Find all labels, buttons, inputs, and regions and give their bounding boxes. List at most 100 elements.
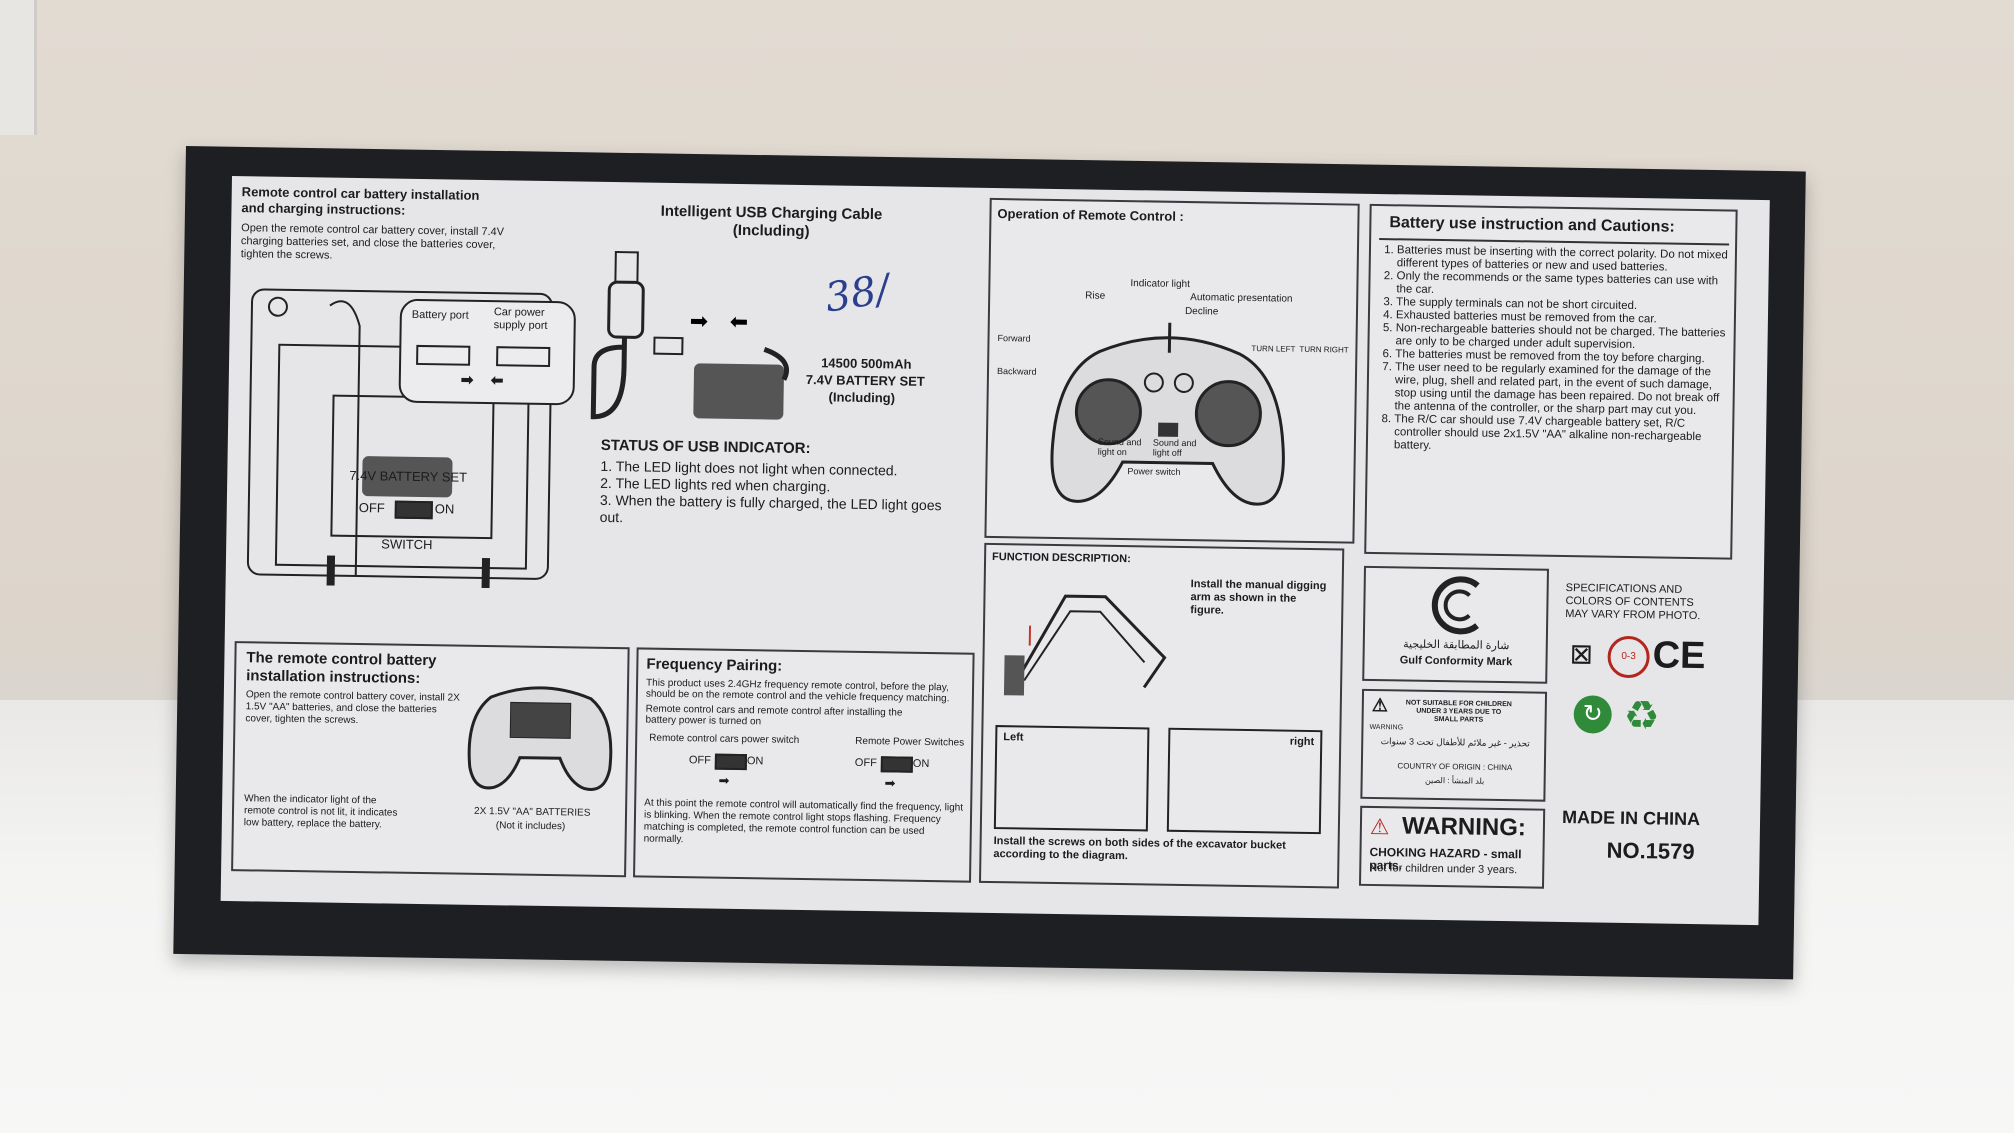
remote-panel: Operation of Remote Control : Indicator … — [984, 197, 1360, 544]
pairing-body-3: At this point the remote control will au… — [643, 797, 964, 846]
age-warning-arabic: تحذير - غير ملائم للأطفال تحت 3 سنوات — [1380, 736, 1530, 749]
warning-line2: Not for children under 3 years. — [1369, 861, 1518, 877]
remote-switch-on: ON — [912, 757, 930, 771]
pairing-panel: Frequency Pairing: This product uses 2.4… — [633, 647, 975, 883]
warning-title: WARNING: — [1401, 812, 1527, 842]
turn-right-label: TURN RIGHT — [1299, 344, 1349, 355]
warning-triangle-icon: ⚠ — [1371, 694, 1389, 716]
caution-item: The R/C car should use 7.4V chargeable b… — [1394, 413, 1735, 457]
controller-battery-body: Open the remote control battery cover, i… — [245, 689, 460, 727]
car-switch-off: OFF — [688, 754, 711, 767]
controller-back-diagram — [467, 686, 613, 791]
batteries-label: 2X 1.5V "AA" BATTERIES — [473, 805, 591, 819]
rise-label: Rise — [1085, 290, 1106, 302]
pairing-body-2: Remote control cars and remote control a… — [645, 703, 903, 728]
car-battery-panel: Remote control car battery installation … — [235, 184, 577, 637]
function-panel: FUNCTION DESCRIPTION: Install the manual… — [978, 542, 1345, 889]
box-label: Remote control car battery installation … — [220, 176, 1770, 926]
remote-title: Operation of Remote Control : — [997, 206, 1184, 224]
car-switch-label: Remote control cars power switch — [649, 732, 800, 746]
arrow-right-icon: ➡ — [884, 775, 896, 791]
car-battery-title: Remote control car battery installation … — [241, 184, 480, 218]
backward-label: Backward — [996, 366, 1037, 377]
age-restriction-icon: 0-3 — [1607, 635, 1650, 679]
arrow-left-icon: ⬅ — [490, 372, 504, 390]
controller-battery-panel: The remote control battery installation … — [231, 641, 630, 878]
remote-switch-off: OFF — [854, 756, 877, 770]
remote-switch-icon — [880, 756, 913, 773]
cautions-title: Battery use instruction and Cautions: — [1389, 214, 1675, 236]
function-title: FUNCTION DESCRIPTION: — [992, 550, 1131, 566]
age-warning-line1: NOT SUITABLE FOR CHILDREN UNDER 3 YEARS … — [1405, 699, 1512, 724]
connector-icon — [416, 344, 471, 366]
battery-port-label: Battery port — [411, 308, 469, 322]
right-label: right — [1289, 735, 1315, 749]
forward-label: Forward — [997, 333, 1031, 344]
wheelie-bin-icon: ⊠ — [1569, 638, 1594, 670]
digging-arm-diagram — [1003, 594, 1167, 696]
sound-off-label: Sound and light off — [1152, 437, 1197, 458]
caution-item: The user need to be regularly examined f… — [1394, 361, 1735, 418]
handwritten-mark: 38/ — [821, 266, 893, 322]
sound-on-label: Sound and light on — [1097, 436, 1142, 458]
cautions-panel: Battery use instruction and Cautions: Ba… — [1364, 203, 1738, 560]
arrow-right-icon: ➡ — [718, 772, 730, 788]
usb-cable-diagram: ➡ ⬅ — [590, 251, 789, 420]
usb-panel: Intelligent USB Charging Cable (Includin… — [580, 192, 957, 646]
bucket-left-diagram: Left — [993, 725, 1150, 832]
choking-warning-panel: ⚠ WARNING: CHOKING HAZARD - small parts.… — [1358, 805, 1546, 889]
connector-icon — [496, 346, 551, 368]
indicator-label: Indicator light — [1130, 278, 1190, 291]
pairing-title: Frequency Pairing: — [646, 655, 783, 675]
function-caption: Install the screws on both sides of the … — [993, 835, 1286, 863]
conformity-name: Gulf Conformity Mark — [1399, 654, 1513, 669]
warning-triangle-icon: ⚠ — [1369, 813, 1390, 840]
recycle-icon: ♻ — [1623, 693, 1660, 739]
status-title: STATUS OF USB INDICATOR: — [600, 436, 811, 458]
switch-on-label: ON — [434, 501, 455, 517]
car-power-port-label: Car power supply port — [493, 306, 548, 332]
status-item-3: 3. When the battery is fully charged, th… — [599, 491, 942, 526]
port-callout: Battery port Car power supply port ➡ ⬅ — [398, 298, 577, 406]
low-battery-note: When the indicator light of the remote c… — [243, 793, 398, 831]
car-battery-body: Open the remote control car battery cove… — [240, 222, 505, 262]
country-origin: COUNTRY OF ORIGIN : CHINA — [1397, 761, 1513, 773]
country-origin-arabic: بلد المنشأ : الصين — [1424, 775, 1485, 786]
gulf-conformity-logo — [1431, 576, 1480, 635]
age-warning-panel: ⚠ WARNING NOT SUITABLE FOR CHILDREN UNDE… — [1360, 688, 1548, 802]
usb-title: Intelligent USB Charging Cable (Includin… — [660, 202, 883, 241]
made-in-label: MADE IN CHINA — [1561, 806, 1701, 830]
spec-note: SPECIFICATIONS AND COLORS OF CONTENTS MA… — [1565, 582, 1701, 623]
ce-mark: CE — [1652, 634, 1706, 678]
cautions-list: Batteries must be inserting with the cor… — [1376, 244, 1737, 458]
battery-set-label: 7.4V BATTERY SET — [349, 467, 468, 485]
not-included-label: (Not it includes) — [495, 820, 566, 833]
conformity-arabic: شارة المطابقة الخليجية — [1403, 638, 1510, 653]
car-switch-on: ON — [746, 755, 764, 768]
remote-switch-label: Remote Power Switches — [855, 735, 965, 749]
model-number: NO.1579 — [1606, 837, 1695, 865]
bucket-right-diagram: right — [1166, 727, 1323, 835]
decline-label: Decline — [1184, 305, 1219, 318]
age-warning-word: WARNING — [1369, 723, 1404, 732]
battery-including: (Including) — [828, 389, 896, 406]
wall-frame — [0, 0, 37, 135]
pairing-body-1: This product uses 2.4GHz frequency remot… — [645, 677, 950, 705]
battery-set-usb: 7.4V BATTERY SET — [805, 372, 925, 389]
conformity-panel: شارة المطابقة الخليجية Gulf Conformity M… — [1362, 565, 1549, 684]
left-label: Left — [1003, 731, 1024, 744]
car-switch-icon — [714, 753, 747, 771]
green-dot-icon: ↻ — [1573, 695, 1613, 734]
remote-controller-diagram — [1050, 322, 1285, 506]
svg-text:➡: ➡ — [690, 308, 709, 333]
switch-label: SWITCH — [381, 536, 433, 553]
switch-off-label: OFF — [358, 500, 385, 516]
arrow-right-icon: ➡ — [460, 371, 474, 389]
turn-left-label: TURN LEFT — [1251, 344, 1296, 354]
power-switch-label: Power switch — [1127, 466, 1181, 477]
auto-label: Automatic presentation — [1190, 292, 1293, 305]
svg-text:⬅: ⬅ — [730, 309, 749, 334]
status-list: 1. The LED light does not light when con… — [600, 458, 951, 531]
battery-spec: 14500 500mAh — [821, 355, 912, 372]
switch-icon — [394, 500, 433, 520]
